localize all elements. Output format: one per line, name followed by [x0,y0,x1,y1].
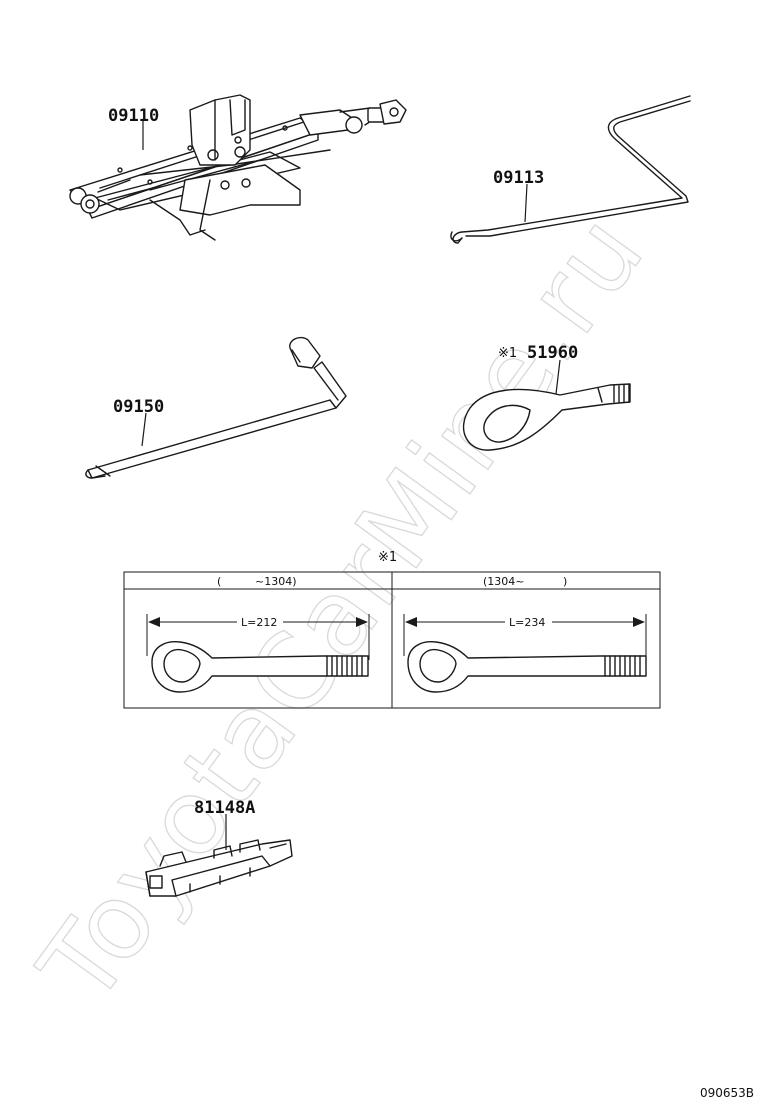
dimension-label-col1: L=212 [241,616,277,629]
towing-eye-view-col1 [151,641,369,693]
callout-51960: 51960 [527,343,578,363]
diagram-code: 090653B [700,1086,754,1100]
callout-09110: 09110 [108,106,159,126]
note-table [123,571,661,709]
jack-handle-illustration[interactable] [450,95,691,244]
table-header-col2-open: (1304~ [483,575,525,588]
callout-09113: 09113 [493,168,544,188]
lug-wrench-illustration[interactable] [85,336,347,479]
watermark-text: ToyotaCarMine.ru [16,192,668,1025]
table-note-mark: ※1 [378,550,397,565]
towing-eye-view-col2 [407,641,647,693]
table-header-col2-range: ) [563,575,567,588]
callout-09150: 09150 [113,397,164,417]
table-header-col1-range: ~1304) [255,575,297,588]
dimension-line-col1 [146,614,370,660]
table-header-col1-open: ( [217,575,221,588]
jack-illustration[interactable] [69,94,407,241]
dimension-line-col2 [403,614,647,660]
dimension-label-col2: L=234 [509,616,545,629]
towing-eye-illustration[interactable] [462,383,631,451]
note-mark-51960: ※1 [498,346,517,361]
callout-81148A: 81148A [194,798,255,818]
holder-illustration[interactable] [145,839,293,897]
